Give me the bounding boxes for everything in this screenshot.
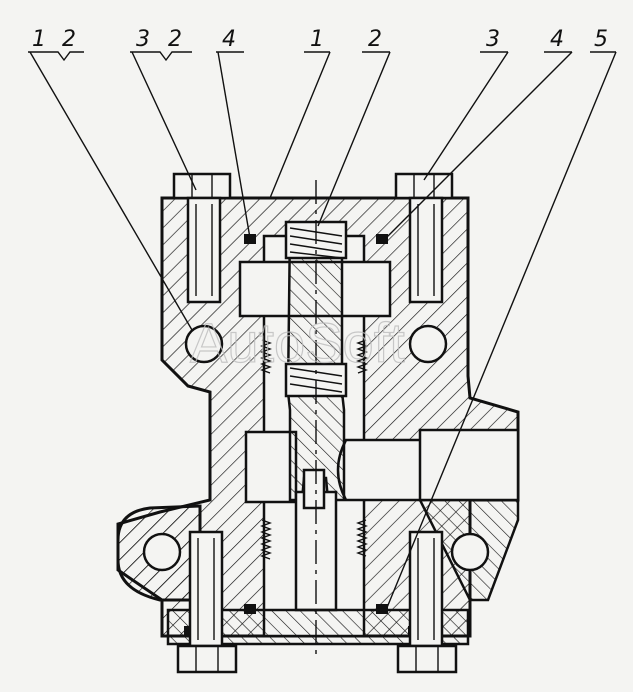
mounting-holes xyxy=(142,324,490,572)
leader-lines xyxy=(29,51,617,611)
lower-right-bolt xyxy=(396,530,458,674)
callout-label-3-left: 3 xyxy=(136,27,150,52)
callout-label-2-right: 2 xyxy=(368,27,382,52)
callout-label-1-right: 1 xyxy=(310,27,324,52)
callout-label-1-left: 1 xyxy=(32,27,46,52)
callout-label-2-left-b: 2 xyxy=(168,27,182,52)
callout-underlines xyxy=(28,51,616,62)
watermark-text: AutoSoft xyxy=(190,311,405,374)
callout-group-left: 1 2 3 2 4 xyxy=(32,27,236,52)
lower-left-bolt xyxy=(176,530,238,674)
callout-label-4-right: 4 xyxy=(550,27,564,52)
callout-label-3-right: 3 xyxy=(486,27,500,52)
upper-left-bolt xyxy=(172,172,232,304)
callout-group-right: 1 2 3 4 5 xyxy=(310,27,608,52)
callout-label-4-left: 4 xyxy=(222,27,236,52)
callout-label-2-left: 2 xyxy=(62,27,76,52)
upper-right-bolt xyxy=(394,172,454,304)
callout-label-5-right: 5 xyxy=(594,27,608,52)
thread-marks xyxy=(260,339,368,560)
